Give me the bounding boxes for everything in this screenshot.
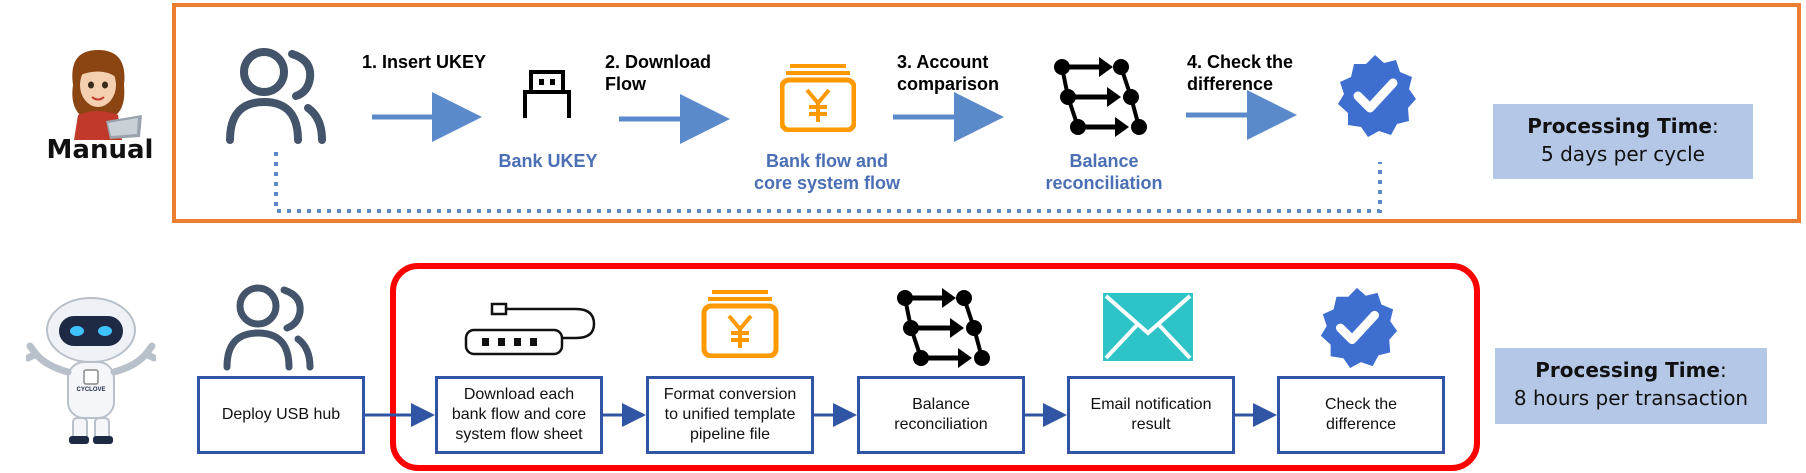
step-label-4: 4. Check the difference bbox=[1187, 52, 1294, 94]
yuan-folder-icon-automated bbox=[701, 288, 779, 358]
verified-badge-icon bbox=[1332, 52, 1418, 138]
flow-arrows-icon-automated bbox=[896, 286, 992, 370]
step-label-2: 2. Download Flow bbox=[605, 52, 712, 94]
check-difference-box: Check the difference bbox=[1277, 376, 1445, 454]
processing-time-value-automated: 8 hours per transaction bbox=[1513, 386, 1749, 410]
processing-time-value: 5 days per cycle bbox=[1541, 142, 1705, 166]
robot-avatar-icon: CYCLOVE bbox=[26, 296, 156, 446]
balance-reconciliation-box: Balance reconciliation bbox=[857, 376, 1025, 454]
usb-hub-icon bbox=[464, 302, 602, 356]
robot-badge-text: CYCLOVE bbox=[76, 387, 106, 393]
dotted-return-line bbox=[274, 152, 1382, 213]
caption-balance-reconciliation: Balance reconciliation bbox=[1045, 151, 1163, 193]
flow-arrows-icon bbox=[1053, 55, 1149, 139]
format-conversion-box: Format conversion to unified template pi… bbox=[646, 376, 814, 454]
download-flow-box: Download each bank flow and core system … bbox=[435, 376, 603, 454]
caption-bank-flow: Bank flow and core system flow bbox=[753, 151, 901, 193]
email-notification-box: Email notification result bbox=[1067, 376, 1235, 454]
automated-processing-time: Processing Time: 8 hours per transaction bbox=[1495, 348, 1767, 424]
manual-label: Manual bbox=[46, 135, 154, 165]
manual-arrows bbox=[274, 90, 1382, 213]
step-label-3: 3. Account comparison bbox=[897, 52, 1000, 94]
users-icon-automated bbox=[222, 283, 316, 371]
manual-process-frame bbox=[172, 3, 1801, 223]
step-label-1: 1. Insert UKEY bbox=[362, 52, 487, 72]
usb-key-icon bbox=[521, 68, 573, 120]
caption-bank-ukey: Bank UKEY bbox=[498, 151, 598, 171]
deploy-usb-hub-box: Deploy USB hub bbox=[197, 376, 365, 454]
automated-process-frame bbox=[390, 263, 1480, 471]
woman-avatar-icon bbox=[58, 45, 148, 140]
manual-processing-time: Processing Time: 5 days per cycle bbox=[1493, 104, 1753, 179]
processing-time-title-automated: Processing Time: bbox=[1535, 358, 1727, 382]
verified-badge-icon-automated bbox=[1315, 285, 1399, 369]
processing-time-title: Processing Time: bbox=[1527, 114, 1719, 138]
automated-arrows bbox=[365, 403, 1277, 427]
envelope-icon bbox=[1103, 293, 1193, 361]
yuan-folder-icon bbox=[780, 62, 856, 132]
users-icon bbox=[224, 46, 328, 144]
